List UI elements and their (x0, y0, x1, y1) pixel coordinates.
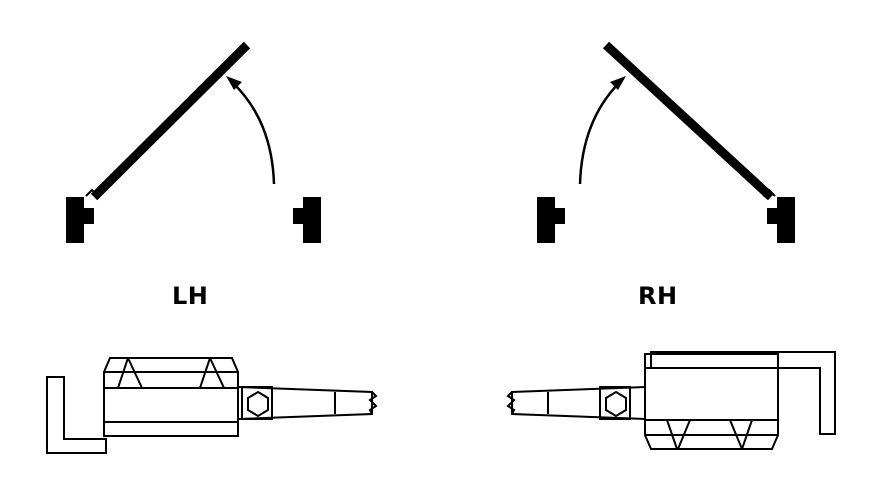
door-swing-rh (537, 41, 795, 243)
hex-nut (644, 419, 779, 450)
hinge-body-upper (644, 353, 779, 369)
hinge-body (103, 387, 239, 423)
left-jamb-block (66, 197, 94, 243)
swing-arc (578, 81, 621, 185)
hinge-detail-lh (46, 357, 378, 454)
hinge-body-lower (103, 421, 239, 437)
swing-arrowhead (610, 76, 626, 90)
swing-arrowhead (226, 76, 242, 90)
hinge-detail-rh (506, 351, 836, 450)
door-leaf (602, 41, 775, 201)
hinge-body (644, 367, 779, 421)
right-jamb-block (293, 197, 321, 243)
hinge-pin (506, 385, 646, 421)
hinge-knuckle (762, 188, 776, 197)
l-bracket (46, 376, 107, 454)
left-jamb-block (537, 197, 565, 243)
door-leaf (90, 41, 251, 201)
l-bracket (650, 351, 836, 435)
right-hand-label: RH (638, 282, 678, 310)
right-jamb-block (767, 197, 795, 243)
door-swing-lh (66, 41, 321, 243)
swing-arc (231, 81, 276, 185)
hinge-pin (237, 385, 378, 421)
hex-nut (103, 357, 239, 389)
left-hand-label: LH (172, 282, 209, 310)
